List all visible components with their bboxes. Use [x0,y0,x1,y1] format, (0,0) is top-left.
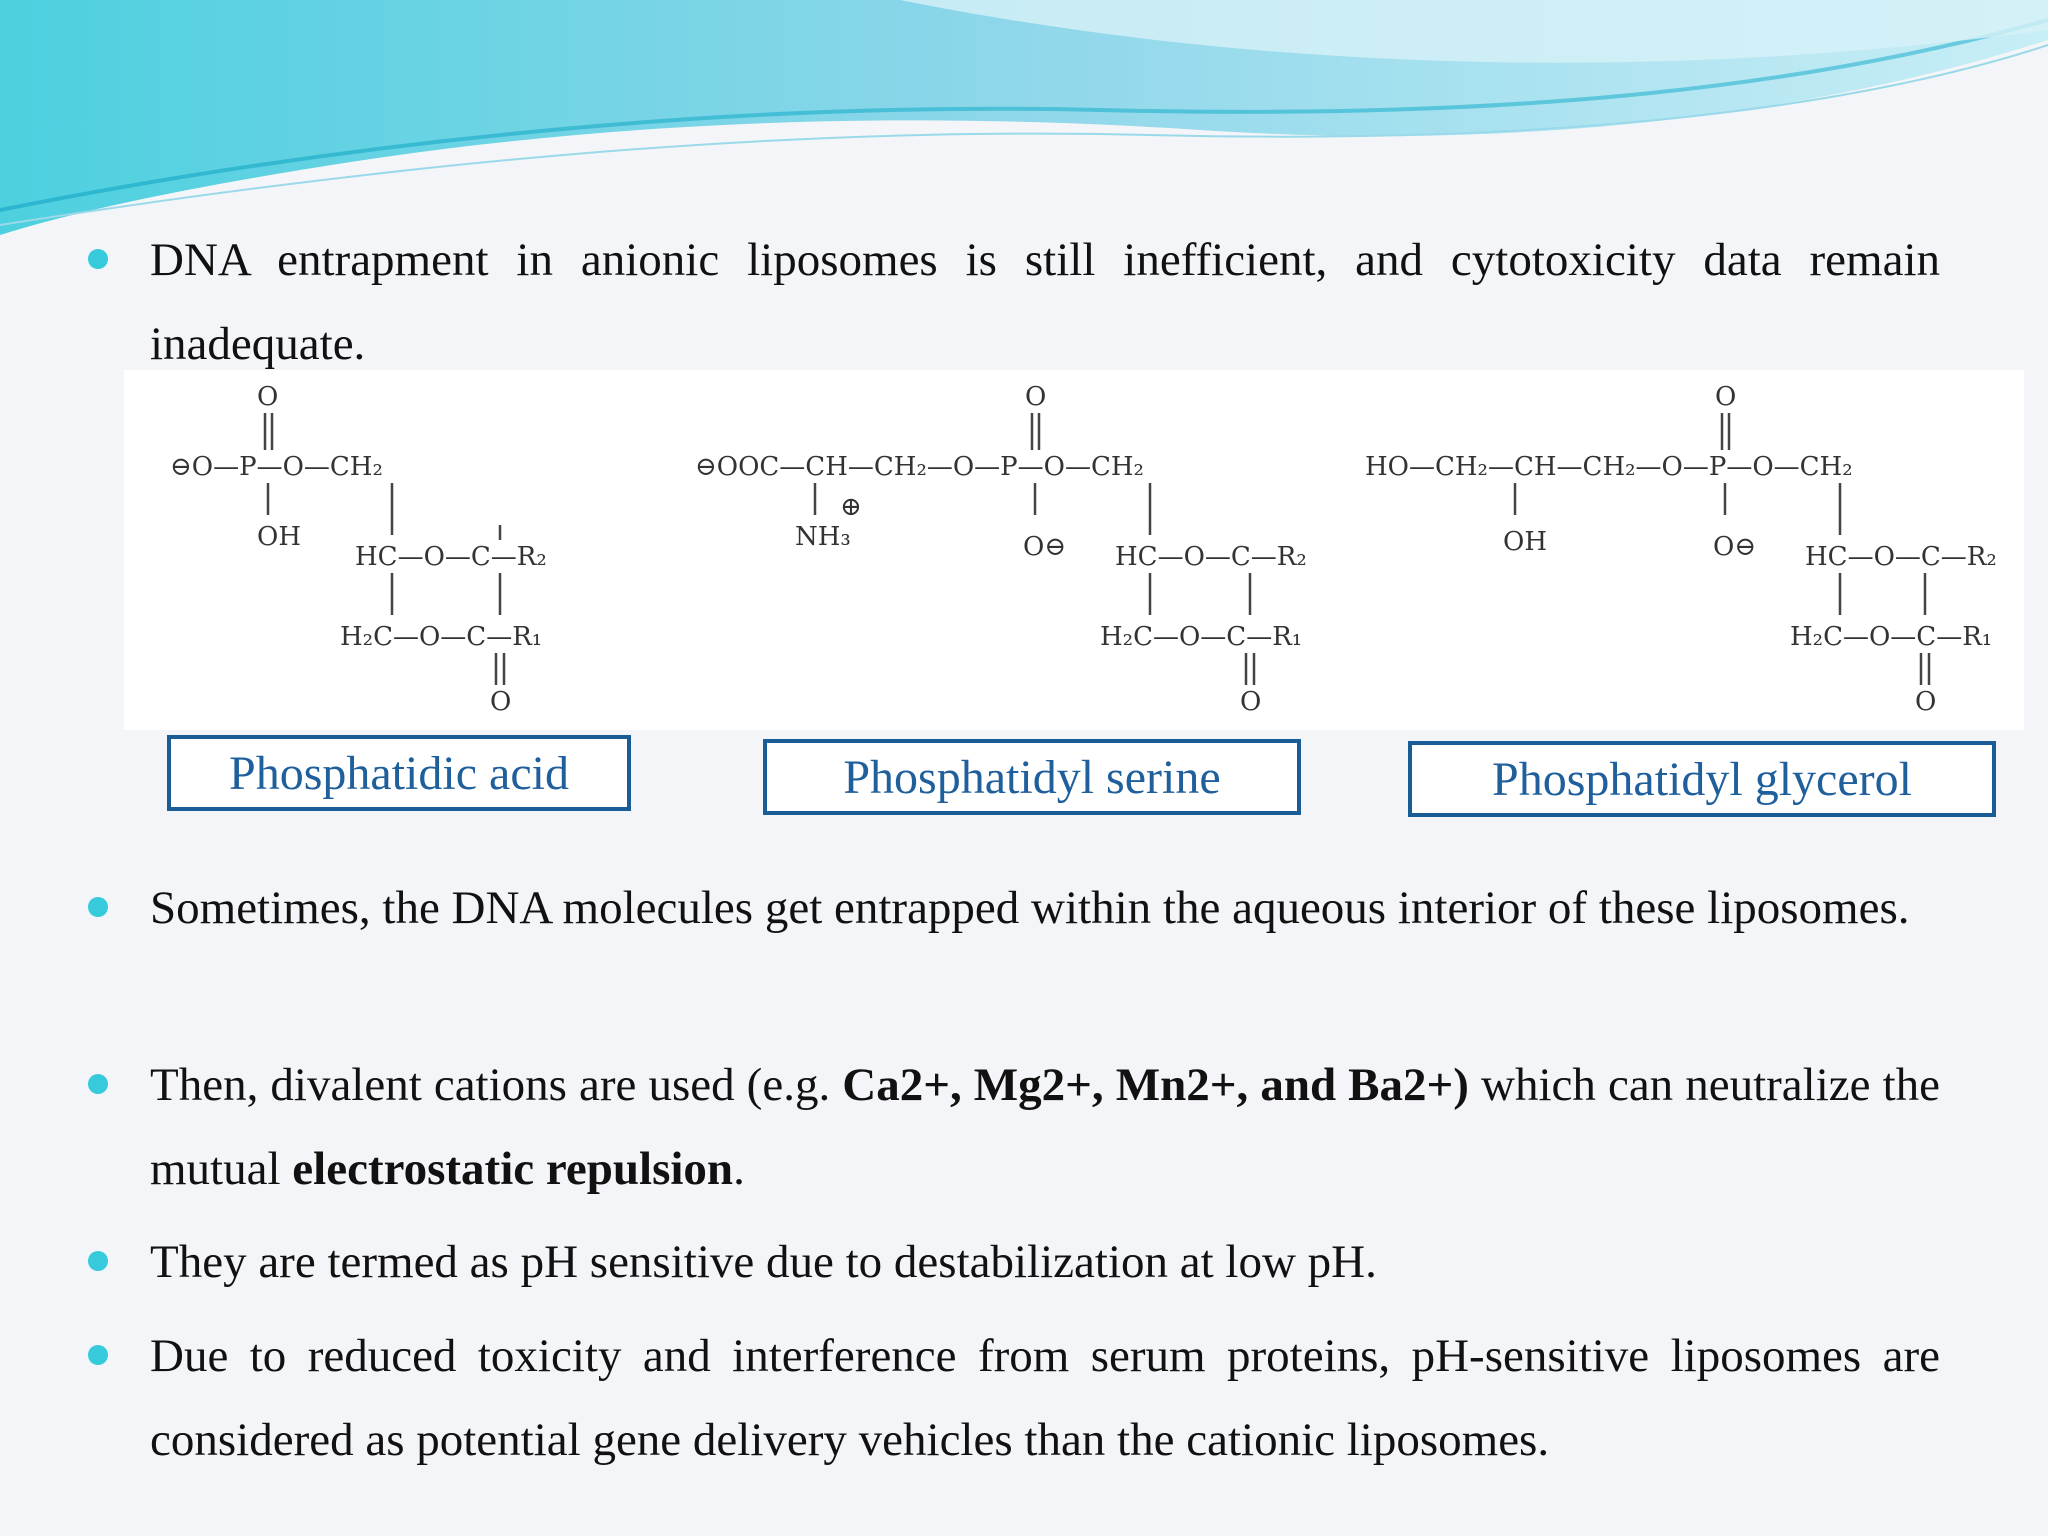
ester-r1-text: H₂C—O—C—R₁ [1790,622,1992,652]
hydroxyl-text: OH [257,522,301,552]
bullet-dot-icon [88,1345,108,1365]
carbonyl-oxygen: O [490,687,511,717]
bullet-item: Sometimes, the DNA molecules get entrapp… [88,866,1940,950]
ester-r1-text: H₂C—O—C—R₁ [1100,622,1302,652]
bullet-dot-icon [88,1251,108,1271]
hydroxyl-text: OH [1503,527,1547,557]
label-phosphatidyl-glycerol: Phosphatidyl glycerol [1408,741,1996,817]
bullet-item: They are termed as pH sensitive due to d… [88,1220,1940,1304]
bullet-text: They are termed as pH sensitive due to d… [150,1236,1377,1288]
bullet-item: DNA entrapment in anionic liposomes is s… [88,218,1940,386]
double-bond-oxygen: O [257,382,278,412]
phosphate-anion-text: O⊖ [1713,532,1756,562]
label-phosphatidyl-serine: Phosphatidyl serine [763,739,1301,815]
bullet-text: Due to reduced toxicity and interference… [150,1330,1940,1466]
bullet-text-part: which can neutralize the mutual [150,1059,1940,1195]
amine-text: NH₃ [795,522,851,552]
ester-r1-text: H₂C—O—C—R₁ [340,622,542,652]
ester-r2-text: HC—O—C—R₂ [1115,542,1307,572]
glycerol-head-text: HO—CH₂—CH—CH₂—O—P—O—CH₂ [1365,452,1853,482]
bullet-dot-icon [88,249,108,269]
bullet-item: Due to reduced toxicity and interference… [88,1314,1940,1482]
phosphate-anion-text: O⊖ [1023,532,1066,562]
ester-r2-text: HC—O—C—R₂ [355,542,547,572]
bullet-dot-icon [88,1074,108,1094]
repulsion-bold-text: electrostatic repulsion [292,1143,734,1195]
carbonyl-oxygen: O [1240,687,1261,717]
phosphatidic-acid-structure: O ⊖O—P—O—CH₂ OH HC—O—C—R₂ H₂C—O—C—R₁ O [170,382,547,717]
bullet-item: Then, divalent cations are used (e.g. Ca… [88,1043,1940,1211]
plus-charge: ⊕ [840,492,862,522]
phosphatidyl-serine-structure: O ⊖OOC—CH—CH₂—O—P—O—CH₂ ⊕ NH₃ O⊖ HC—O—C—… [695,382,1307,717]
bullet-text: DNA entrapment in anionic liposomes is s… [150,234,1940,370]
serine-head-text: ⊖OOC—CH—CH₂—O—P—O—CH₂ [695,452,1144,482]
bullet-text-part: . [733,1143,745,1195]
phosphatidyl-glycerol-structure: O HO—CH₂—CH—CH₂—O—P—O—CH₂ OH O⊖ HC—O—C—R… [1365,382,1997,717]
bullet-dot-icon [88,897,108,917]
label-phosphatidic-acid: Phosphatidic acid [167,735,631,811]
cations-bold-text: Ca2+, Mg2+, Mn2+, and Ba2+) [842,1059,1469,1111]
bullet-text: Sometimes, the DNA molecules get entrapp… [150,882,1910,934]
bullet-text: Then, divalent cations are used (e.g. Ca… [150,1043,1940,1211]
carbonyl-oxygen: O [1915,687,1936,717]
double-bond-oxygen: O [1715,382,1736,412]
ester-r2-text: HC—O—C—R₂ [1805,542,1997,572]
bullet-text-part: Then, divalent cations are used (e.g. [150,1059,843,1111]
header-wave-decoration [0,0,2048,235]
phosphate-head-text: ⊖O—P—O—CH₂ [170,452,383,482]
double-bond-oxygen: O [1025,382,1046,412]
chemical-structures-panel [124,370,2024,730]
